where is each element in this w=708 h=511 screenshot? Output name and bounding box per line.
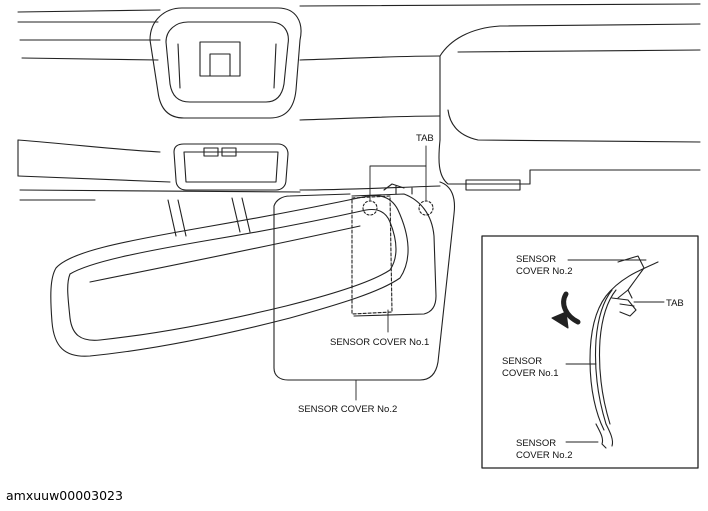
tab-circles xyxy=(362,200,434,216)
map-lamp xyxy=(173,143,289,191)
tab-label: TAB xyxy=(416,133,434,144)
inset-cover2-bottom-label-2: COVER No.2 xyxy=(516,450,573,461)
sensor-cover-1-label: SENSOR COVER No.1 xyxy=(330,337,429,348)
inset-cover2-bottom-label-1: SENSOR xyxy=(516,438,556,449)
sensor-cover-1 xyxy=(351,195,393,315)
detail-inset xyxy=(481,235,699,469)
headliner xyxy=(17,3,701,201)
figure-id: amxuuw00003023 xyxy=(6,488,123,503)
inset-cover1-label-2: COVER No.1 xyxy=(502,368,559,379)
mirror-stem xyxy=(167,197,251,237)
overhead-console xyxy=(149,7,302,119)
sensor-cover-2-label: SENSOR COVER No.2 xyxy=(298,404,397,415)
inset-tab-label: TAB xyxy=(666,298,684,309)
inset-cover2-top-label-2: COVER No.2 xyxy=(516,266,573,277)
sensor-cover-2 xyxy=(273,179,521,381)
rear-view-mirror xyxy=(50,194,409,357)
inset-cover2-top-label-1: SENSOR xyxy=(516,254,556,265)
inset-cover1-label-1: SENSOR xyxy=(502,356,542,367)
main-leader-lines xyxy=(355,145,427,401)
sensor-cover-body xyxy=(351,183,437,317)
